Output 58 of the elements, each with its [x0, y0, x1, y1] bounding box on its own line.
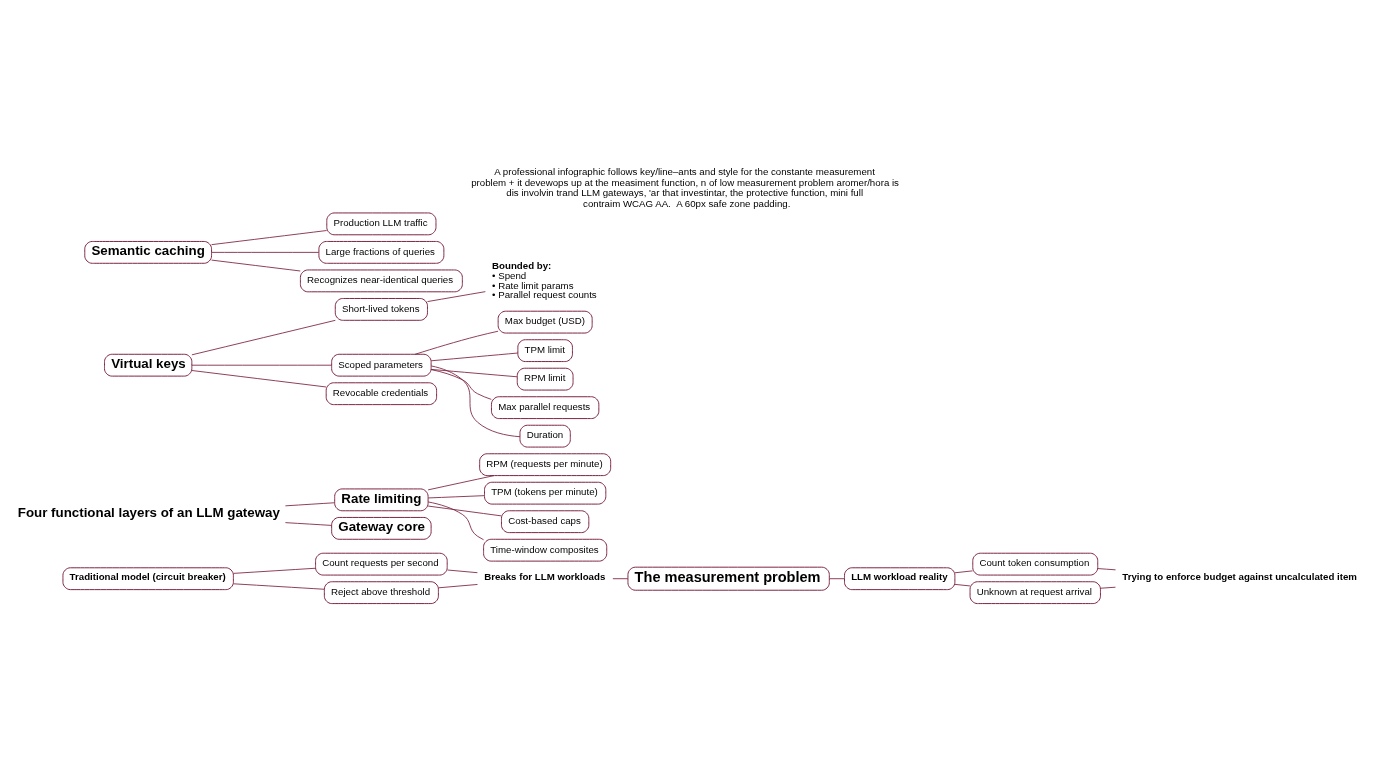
connector: [233, 567, 316, 574]
node-box: Semantic caching: [84, 240, 213, 264]
connector: [211, 259, 301, 272]
connector: [427, 495, 485, 499]
connector: [285, 502, 335, 507]
connector: [829, 578, 845, 580]
node-box: Large fractions of queries: [318, 240, 445, 264]
connector: [427, 291, 486, 302]
connector: [427, 501, 484, 541]
connector: [430, 352, 519, 362]
node-text: Bounded by: • Spend • Rate limit params • Parallel request counts: [492, 260, 597, 301]
node-box: Max parallel requests: [491, 396, 600, 420]
node-box: Count token consumption: [972, 552, 1099, 576]
node-box: Unknown at request arrival: [969, 581, 1101, 605]
connector: [285, 522, 333, 526]
connector: [430, 369, 492, 400]
node-box: Time-window composites: [483, 538, 608, 562]
connector: [1097, 568, 1116, 571]
node-box: LLM workload reality: [844, 567, 956, 591]
node-box: Recognizes near-identical queries: [299, 269, 463, 293]
node-box: RPM (requests per minute): [479, 453, 612, 477]
connector: [191, 370, 327, 388]
node-box: TPM (tokens per minute): [484, 481, 607, 505]
node-box: Short-lived tokens: [334, 298, 428, 321]
connector: [447, 569, 478, 574]
node-box: Max budget (USD): [497, 310, 593, 334]
connector: [211, 251, 320, 253]
connector: [191, 319, 336, 356]
node-text: Trying to enforce budget against uncalculated item: [1122, 571, 1357, 583]
node-box: Virtual keys: [104, 353, 193, 377]
node-box: Revocable credentials: [325, 382, 438, 406]
node-box: Rate limiting: [334, 488, 429, 512]
node-box: The measurement problem: [627, 566, 830, 591]
node-text: Breaks for LLM workloads: [484, 571, 606, 583]
diagram-title: A professional infographic follows key/line–ants and style for the constante measurement problem + it devewops up at the measiment function, n of low measurement problem aromer/hora is dis involvin trand LLM gateways, 'ar that investintar, the protective function, mini full contraim WCAG AA. A 60px safe zone padding.: [471, 165, 899, 210]
connector: [414, 330, 499, 355]
connector: [954, 570, 973, 574]
node-box: Duration: [519, 424, 571, 448]
connector: [438, 584, 478, 589]
connector: [233, 583, 325, 590]
connector: [211, 230, 328, 246]
connector: [427, 505, 502, 517]
node-box: Count requests per second: [315, 552, 448, 576]
node-box: Traditional model (circuit breaker): [62, 567, 234, 591]
connector: [954, 583, 971, 587]
connector: [1100, 586, 1116, 589]
node-box: RPM limit: [516, 367, 574, 391]
connector: [427, 475, 495, 491]
node-box: Scoped parameters: [331, 353, 432, 377]
node-text: Four functional layers of an LLM gateway: [17, 505, 280, 521]
connector: [191, 364, 332, 366]
node-box: TPM limit: [517, 339, 573, 363]
node-box: Reject above threshold: [323, 581, 439, 605]
node-box: Production LLM traffic: [326, 212, 437, 236]
connector: [430, 365, 521, 438]
node-box: Gateway core: [331, 516, 432, 540]
node-box: Cost-based caps: [501, 510, 590, 534]
connector: [612, 578, 629, 580]
